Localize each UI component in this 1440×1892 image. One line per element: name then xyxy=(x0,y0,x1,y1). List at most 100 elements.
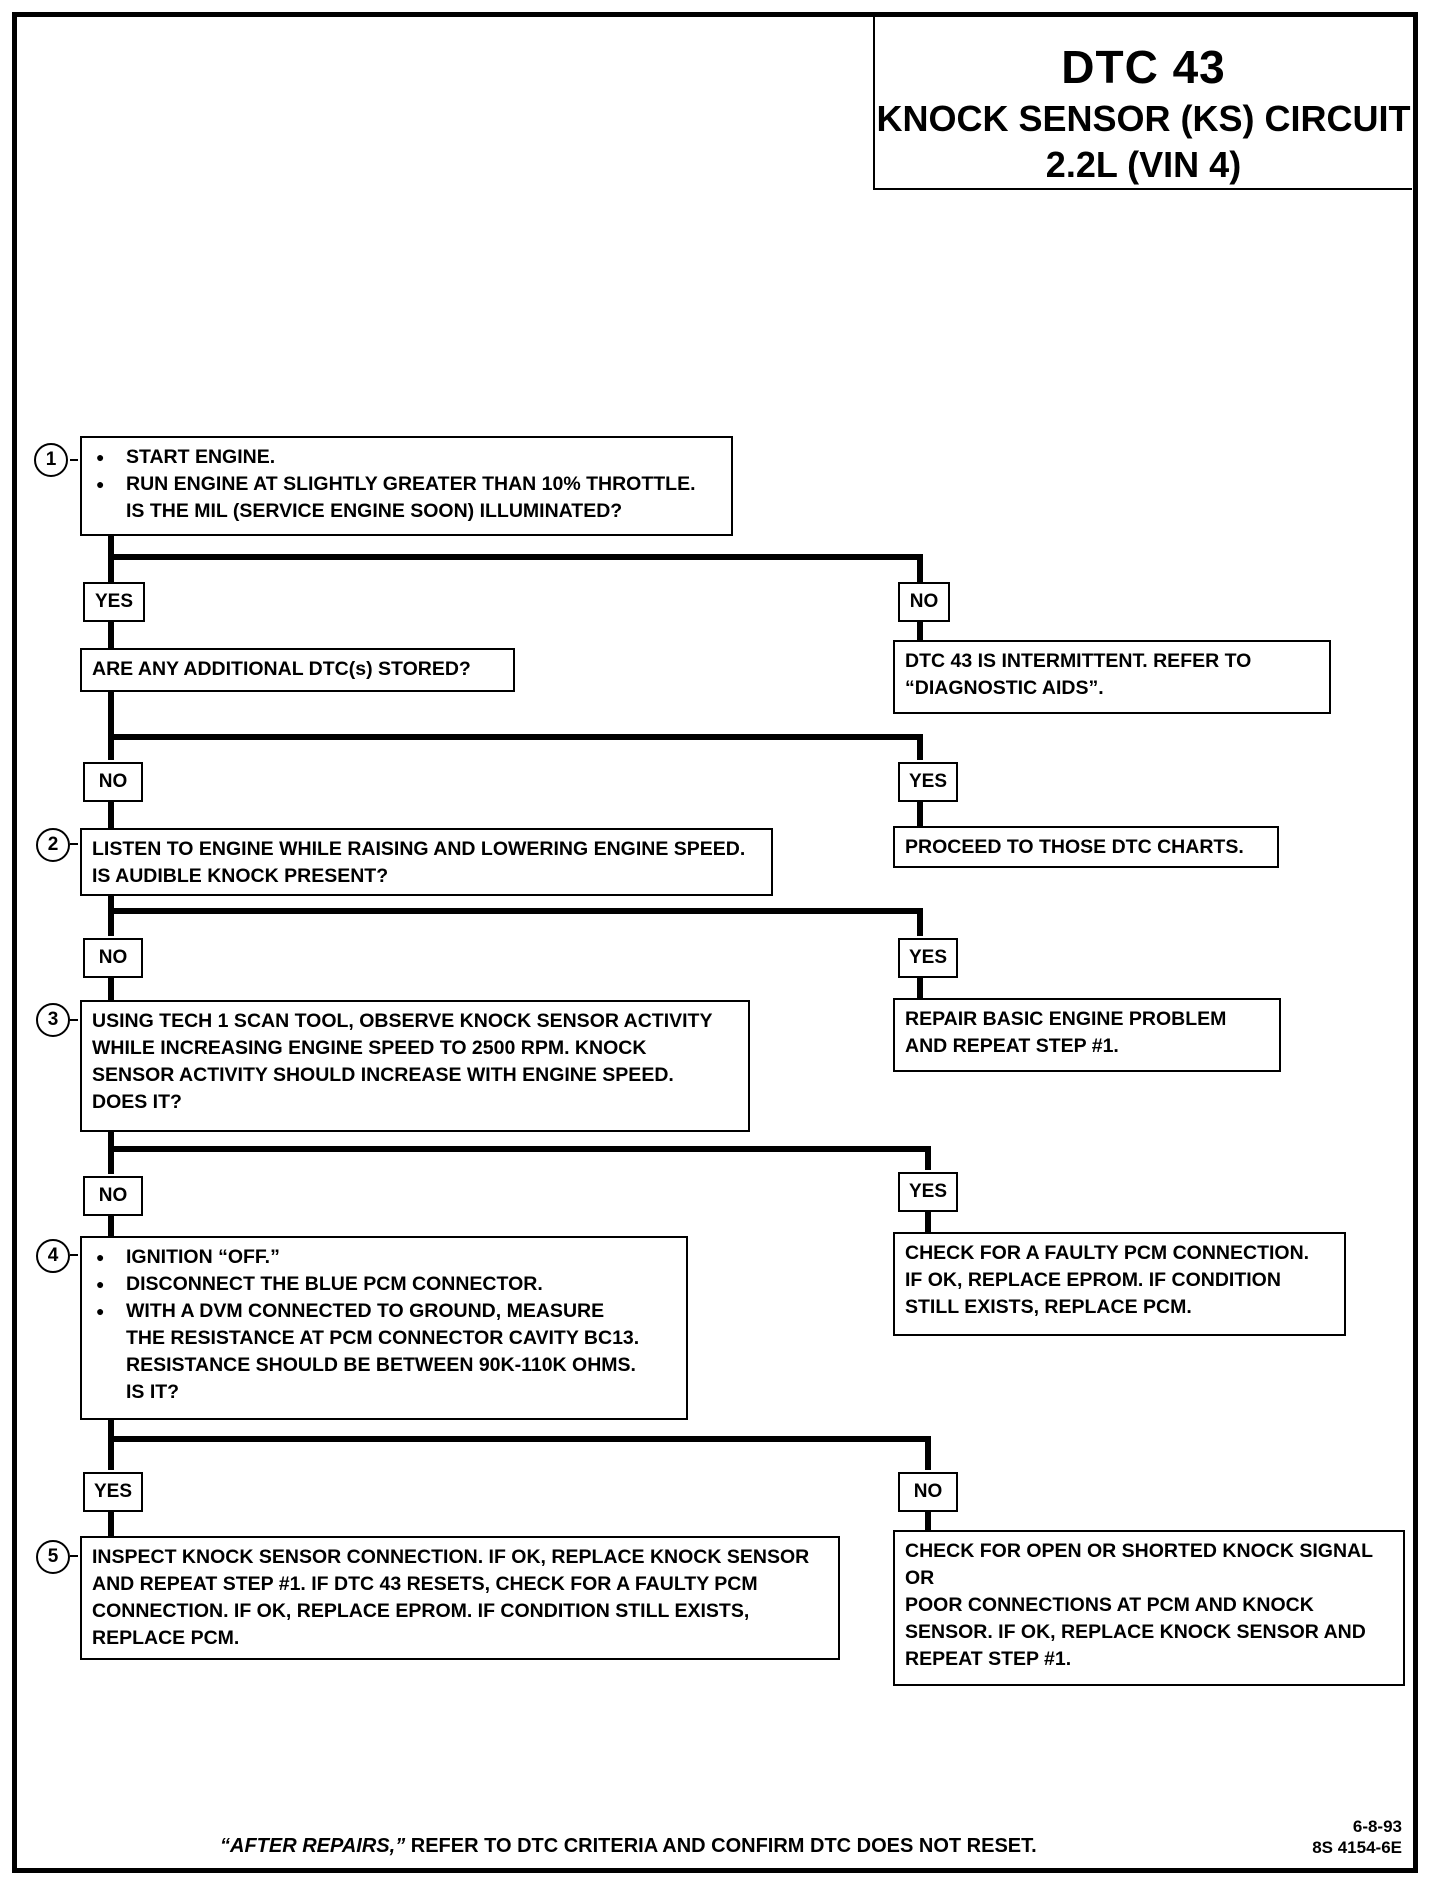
connector xyxy=(108,1436,931,1442)
step1-box: START ENGINE. RUN ENGINE AT SLIGHTLY GRE… xyxy=(80,436,733,536)
connector xyxy=(108,908,923,914)
step-number-5: 5 xyxy=(36,1540,70,1574)
connector xyxy=(917,622,923,642)
step4-box: IGNITION “OFF.” DISCONNECT THE BLUE PCM … xyxy=(80,1236,688,1420)
yes-label: YES xyxy=(83,1472,143,1512)
step5-line: CONNECTION. IF OK, REPLACE EPROM. IF CON… xyxy=(92,1600,750,1622)
connector xyxy=(917,976,923,998)
step-tick xyxy=(70,459,78,461)
step5-line: INSPECT KNOCK SENSOR CONNECTION. IF OK, … xyxy=(92,1546,810,1568)
step4-continuation: IS IT? xyxy=(126,1381,180,1403)
no-label: NO xyxy=(898,582,950,622)
connector xyxy=(108,690,114,760)
connector xyxy=(108,1214,114,1238)
step2-box: LISTEN TO ENGINE WHILE RAISING AND LOWER… xyxy=(80,828,773,896)
intermittent-box: DTC 43 IS INTERMITTENT. REFER TO “DIAGNO… xyxy=(893,640,1331,714)
connector xyxy=(108,536,114,600)
open-shorted-box: CHECK FOR OPEN OR SHORTED KNOCK SIGNAL O… xyxy=(893,1530,1405,1686)
no-label: NO xyxy=(83,938,143,978)
step-tick xyxy=(70,1555,78,1557)
connector xyxy=(917,908,923,936)
page-title: DTC 43 xyxy=(1061,41,1226,93)
step-number-2: 2 xyxy=(36,828,70,862)
connector xyxy=(108,1146,931,1152)
step5-line: REPLACE PCM. xyxy=(92,1627,240,1649)
step1-bullet: START ENGINE. xyxy=(92,444,721,471)
open-shorted-line: CHECK FOR OPEN OR SHORTED KNOCK SIGNAL xyxy=(905,1540,1374,1562)
open-shorted-line: REPEAT STEP #1. xyxy=(905,1648,1072,1670)
step4-bullet: DISCONNECT THE BLUE PCM CONNECTOR. xyxy=(92,1271,676,1298)
additional-dtc-box: ARE ANY ADDITIONAL DTC(s) STORED? xyxy=(80,648,515,692)
repair-basic-line: REPAIR BASIC ENGINE PROBLEM xyxy=(905,1008,1227,1030)
step2-line: IS AUDIBLE KNOCK PRESENT? xyxy=(92,865,389,887)
intermittent-line: “DIAGNOSTIC AIDS”. xyxy=(905,677,1104,699)
open-shorted-line: POOR CONNECTIONS AT PCM AND KNOCK xyxy=(905,1594,1314,1616)
yes-label: YES xyxy=(83,582,145,622)
repair-basic-box: REPAIR BASIC ENGINE PROBLEM AND REPEAT S… xyxy=(893,998,1281,1072)
faulty-pcm-line: IF OK, REPLACE EPROM. IF CONDITION xyxy=(905,1269,1281,1291)
connector xyxy=(925,1146,931,1170)
open-shorted-line: SENSOR. IF OK, REPLACE KNOCK SENSOR AND xyxy=(905,1621,1366,1643)
after-repairs-note: “AFTER REPAIRS,” REFER TO DTC CRITERIA A… xyxy=(220,1835,1037,1858)
connector xyxy=(108,1130,114,1174)
faulty-pcm-line: STILL EXISTS, REPLACE PCM. xyxy=(905,1296,1192,1318)
step4-bullet: IGNITION “OFF.” xyxy=(92,1244,676,1271)
connector xyxy=(108,734,923,740)
step4-continuation: THE RESISTANCE AT PCM CONNECTOR CAVITY B… xyxy=(126,1327,640,1349)
repair-basic-line: AND REPEAT STEP #1. xyxy=(905,1035,1119,1057)
page-frame xyxy=(12,12,1418,1873)
connector xyxy=(108,554,923,560)
faulty-pcm-line: CHECK FOR A FAULTY PCM CONNECTION. xyxy=(905,1242,1310,1264)
page-subtitle-line1: KNOCK SENSOR (KS) CIRCUIT xyxy=(876,98,1411,139)
connector xyxy=(108,800,114,830)
step4-continuation: RESISTANCE SHOULD BE BETWEEN 90K-110K OH… xyxy=(126,1354,636,1376)
step1-bullet: RUN ENGINE AT SLIGHTLY GREATER THAN 10% … xyxy=(92,471,721,498)
connector xyxy=(917,734,923,760)
page-subtitle-line2: 2.2L (VIN 4) xyxy=(1045,144,1242,185)
connector xyxy=(925,1436,931,1470)
proceed-text: PROCEED TO THOSE DTC CHARTS. xyxy=(905,836,1244,858)
connector xyxy=(917,554,923,600)
step4-bullet: WITH A DVM CONNECTED TO GROUND, MEASURE xyxy=(92,1298,676,1325)
connector xyxy=(925,1510,931,1530)
connector xyxy=(108,1418,114,1470)
connector xyxy=(108,976,114,1000)
step1-question: IS THE MIL (SERVICE ENGINE SOON) ILLUMIN… xyxy=(126,500,623,522)
document-number: 8S 4154-6E xyxy=(1312,1838,1402,1857)
step-tick xyxy=(70,1019,78,1021)
after-repairs-text: REFER TO DTC CRITERIA AND CONFIRM DTC DO… xyxy=(405,1835,1037,1857)
after-repairs-italic: “AFTER REPAIRS,” xyxy=(220,1835,406,1857)
step3-box: USING TECH 1 SCAN TOOL, OBSERVE KNOCK SE… xyxy=(80,1000,750,1132)
step5-box: INSPECT KNOCK SENSOR CONNECTION. IF OK, … xyxy=(80,1536,840,1660)
no-label: NO xyxy=(83,1176,143,1216)
step-number-1: 1 xyxy=(34,443,68,477)
connector xyxy=(917,800,923,828)
step-number-3: 3 xyxy=(36,1003,70,1037)
proceed-box: PROCEED TO THOSE DTC CHARTS. xyxy=(893,826,1279,868)
additional-dtc-text: ARE ANY ADDITIONAL DTC(s) STORED? xyxy=(92,658,471,680)
step-tick xyxy=(70,1254,78,1256)
yes-label: YES xyxy=(898,938,958,978)
no-label: NO xyxy=(83,762,143,802)
intermittent-line: DTC 43 IS INTERMITTENT. REFER TO xyxy=(905,650,1252,672)
step5-line: AND REPEAT STEP #1. IF DTC 43 RESETS, CH… xyxy=(92,1573,758,1595)
faulty-pcm-box: CHECK FOR A FAULTY PCM CONNECTION. IF OK… xyxy=(893,1232,1346,1336)
step3-line: USING TECH 1 SCAN TOOL, OBSERVE KNOCK SE… xyxy=(92,1010,713,1032)
open-shorted-line: OR xyxy=(905,1567,935,1589)
connector xyxy=(108,894,114,936)
connector xyxy=(108,622,114,658)
step-tick xyxy=(70,843,78,845)
step-number-4: 4 xyxy=(36,1239,70,1273)
document-date: 6-8-93 xyxy=(1352,1817,1402,1836)
no-label: NO xyxy=(898,1472,958,1512)
title-block: DTC 43 KNOCK SENSOR (KS) CIRCUIT 2.2L (V… xyxy=(873,14,1412,190)
step3-line: SENSOR ACTIVITY SHOULD INCREASE WITH ENG… xyxy=(92,1064,674,1086)
document-code: 6-8-93 8S 4154-6E xyxy=(1312,1816,1402,1858)
step3-line: DOES IT? xyxy=(92,1091,182,1113)
step2-line: LISTEN TO ENGINE WHILE RAISING AND LOWER… xyxy=(92,838,746,860)
connector xyxy=(925,1210,931,1232)
yes-label: YES xyxy=(898,1172,958,1212)
connector xyxy=(108,1510,114,1540)
step3-line: WHILE INCREASING ENGINE SPEED TO 2500 RP… xyxy=(92,1037,647,1059)
